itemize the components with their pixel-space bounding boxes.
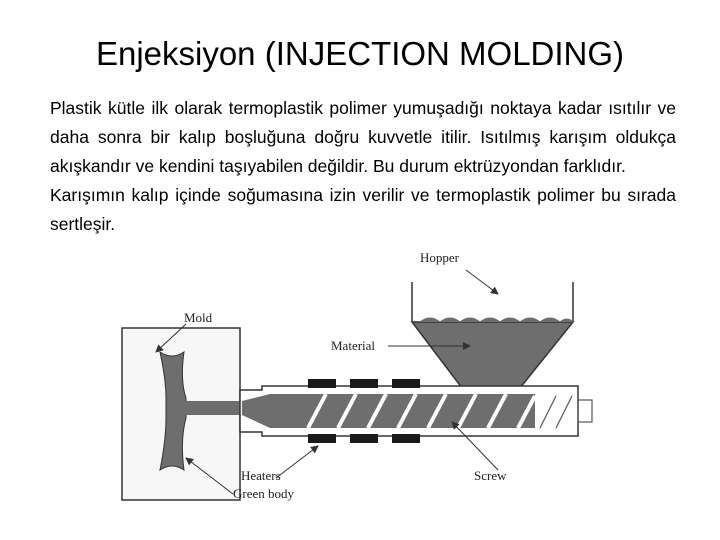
label-green-body: Green body	[233, 486, 295, 501]
paragraph-1: Plastik kütle ilk olarak termoplastik po…	[50, 98, 676, 176]
green-body	[159, 350, 187, 472]
label-material: Material	[331, 338, 375, 353]
label-hopper: Hopper	[420, 250, 460, 265]
paragraph-2: Karışımın kalıp içinde soğumasına izin v…	[50, 185, 676, 234]
label-mold: Mold	[184, 310, 213, 325]
body-text: Plastik kütle ilk olarak termoplastik po…	[50, 94, 676, 239]
screw	[306, 393, 537, 429]
label-screw: Screw	[474, 468, 507, 483]
heaters	[308, 379, 420, 443]
label-heaters: Heaters	[241, 468, 281, 483]
mold	[121, 327, 242, 501]
hopper	[410, 282, 575, 400]
injection-molding-diagram: Hopper Mold Material Heaters Green body …	[121, 250, 593, 501]
slide-title: Enjeksiyon (INJECTION MOLDING)	[95, 35, 625, 72]
barrel	[239, 385, 593, 437]
